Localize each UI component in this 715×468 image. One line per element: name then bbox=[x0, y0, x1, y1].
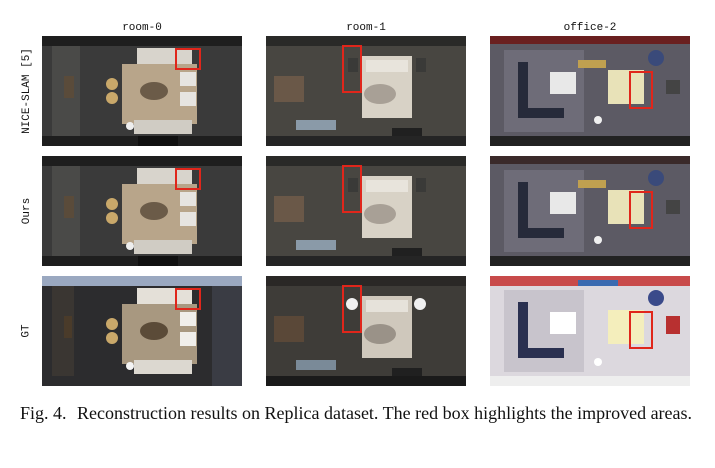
column-label-office-2: office-2 bbox=[563, 22, 617, 34]
image-ours-room-1 bbox=[266, 156, 466, 266]
caption-text: Reconstruction results on Replica datase… bbox=[77, 403, 693, 423]
image-ours-office-2 bbox=[490, 156, 690, 266]
highlight-box bbox=[342, 285, 362, 333]
highlight-box bbox=[175, 288, 201, 310]
highlight-box bbox=[342, 45, 362, 93]
highlight-box bbox=[175, 168, 201, 190]
row-label-gt: GT bbox=[20, 324, 33, 338]
highlight-box bbox=[629, 311, 653, 349]
highlight-box bbox=[175, 48, 201, 70]
image-nice-slam-room-1 bbox=[266, 36, 466, 146]
image-nice-slam-office-2 bbox=[490, 36, 690, 146]
column-label-room-1: room-1 bbox=[346, 22, 386, 34]
highlight-box bbox=[342, 165, 362, 213]
highlight-box bbox=[629, 71, 653, 109]
row-label-ours: Ours bbox=[21, 197, 33, 225]
row-label-nice-slam: NICE-SLAM [5] bbox=[21, 48, 34, 134]
figure-caption: Fig. 4. Reconstruction results on Replic… bbox=[20, 402, 700, 424]
highlight-box bbox=[629, 191, 653, 229]
image-ours-room-0 bbox=[42, 156, 242, 266]
image-gt-room-0 bbox=[42, 276, 242, 386]
figure-label: Fig. 4. bbox=[20, 403, 67, 423]
image-gt-room-1 bbox=[266, 276, 466, 386]
column-label-room-0: room-0 bbox=[122, 22, 162, 34]
image-nice-slam-room-0 bbox=[42, 36, 242, 146]
image-gt-office-2 bbox=[490, 276, 690, 386]
